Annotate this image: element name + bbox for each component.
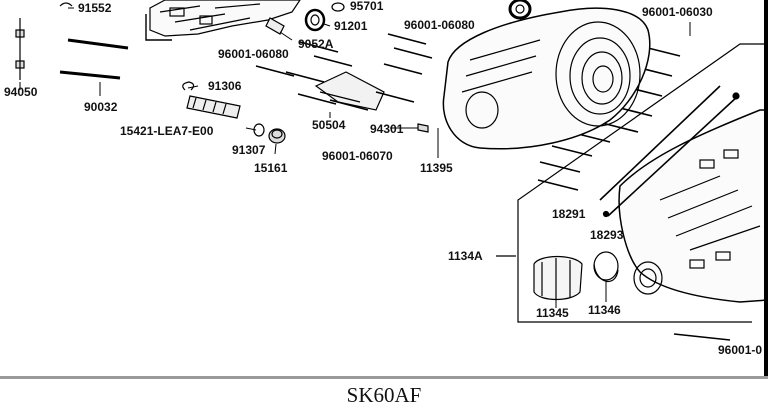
label-15421-lea7-e00: 15421-LEA7-E00 [120,124,214,138]
guide-plate-50504 [314,71,385,111]
label-95701: 95701 [350,0,384,13]
label-91307: 91307 [232,143,266,157]
label-94301: 94301 [370,122,404,136]
label-9052A: 9052A [298,37,334,51]
seal-ring-11346 [593,251,619,282]
kick-shaft-15421 [186,95,241,119]
cable-rods-18291 [599,85,740,218]
transmission-cover [618,109,768,303]
label-90032: 90032 [84,100,118,114]
label-11346: 11346 [588,303,621,317]
dowel-94301 [417,123,429,133]
stud-bolts-90032 [59,38,129,80]
label-96001-06080-mid: 96001-06080 [218,47,289,61]
crankcase-fragment [145,0,301,41]
oil-seal-91201 [304,8,326,32]
exploded-parts-diagram: 91552 95701 91201 9052A 96001-06080 9600… [4,0,768,357]
washer-95701 [331,2,345,12]
label-96001-06080-top: 96001-06080 [404,18,475,32]
label-91201: 91201 [334,19,368,33]
bolts-96001-group-a [255,33,433,111]
label-11395: 11395 [420,161,453,175]
left-cover-11395 [442,7,651,150]
right-edge-bar [764,0,768,376]
label-94050: 94050 [4,85,38,99]
label-50504: 50504 [312,118,346,132]
label-96001-cut: 96001-0 [718,343,762,357]
label-91306: 91306 [208,79,242,93]
assembly-bracket-1134A [496,43,768,323]
model-code-caption: SK60AF [0,376,768,409]
nut-94050 [15,18,25,80]
leader-lines [19,7,691,308]
spring-91306 [182,81,195,91]
label-18293: 18293 [590,228,624,242]
cap-15161 [268,128,286,144]
label-91552: 91552 [78,1,112,15]
label-1134A: 1134A [448,249,483,263]
clip-91552 [59,2,73,7]
label-96001-06030: 96001-06030 [642,5,713,19]
label-18291: 18291 [552,207,586,221]
label-11345: 11345 [536,306,569,320]
bearing-9052A [265,17,285,35]
seal-top-cover [508,0,532,20]
filter-11345 [533,255,583,301]
label-15161: 15161 [254,161,288,175]
label-96001-06070: 96001-06070 [322,149,393,163]
